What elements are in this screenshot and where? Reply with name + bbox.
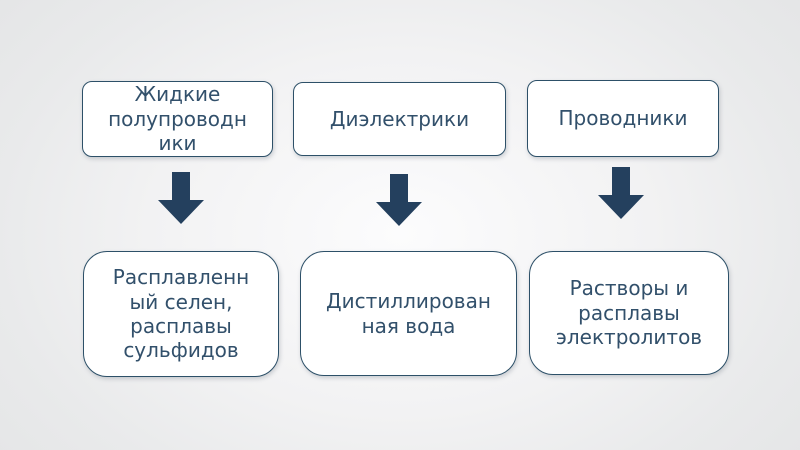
down-arrow-icon <box>158 172 204 224</box>
example-box-distilled-water: Дистиллирован ная вода <box>300 251 517 376</box>
example-box-label: Растворы и расплавы электролитов <box>555 276 703 350</box>
example-box-label: Расплавленн ый селен, расплавы сульфидов <box>112 265 250 363</box>
category-box-dielectrics: Диэлектрики <box>293 82 506 156</box>
down-arrow-icon <box>376 174 422 226</box>
example-box-electrolytes: Растворы и расплавы электролитов <box>529 251 729 375</box>
category-box-conductors: Проводники <box>527 80 719 157</box>
category-box-label: Диэлектрики <box>329 106 470 131</box>
example-box-label: Дистиллирован ная вода <box>326 289 491 338</box>
category-box-liquid-semiconductors: Жидкие полупроводн ики <box>82 81 273 157</box>
category-box-label: Проводники <box>558 106 688 131</box>
example-box-molten-selenium: Расплавленн ый селен, расплавы сульфидов <box>83 251 279 377</box>
category-box-label: Жидкие полупроводн ики <box>108 82 247 156</box>
down-arrow-icon <box>598 167 644 219</box>
